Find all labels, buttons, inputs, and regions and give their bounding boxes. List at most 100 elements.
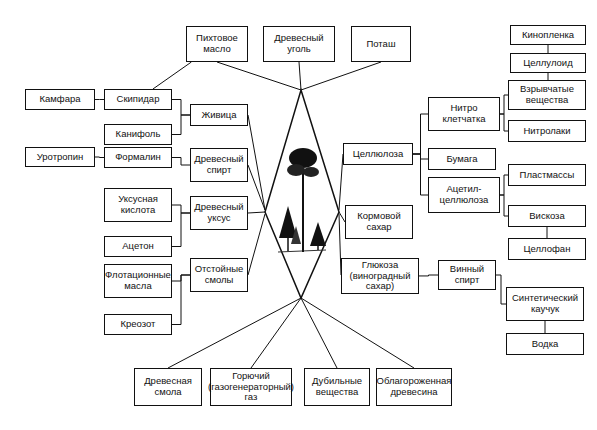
- product-box: Живица: [190, 104, 248, 126]
- box-label: Уротропин: [37, 152, 84, 163]
- product-box: Бумага: [428, 148, 496, 170]
- leader-line: [248, 214, 265, 275]
- box-label: Пластмассы: [520, 170, 575, 181]
- connector-layer: [95, 45, 548, 333]
- spruce-tree: [291, 226, 301, 244]
- product-box: Отстойные смолы: [190, 258, 248, 292]
- box-label: Нитро клетчатка: [431, 103, 497, 124]
- box-label: Целлофан: [524, 244, 571, 255]
- connector-line: [172, 115, 190, 135]
- leader-line: [168, 298, 301, 368]
- box-label: Облагороженная древесина: [377, 376, 452, 397]
- tree-trunk: [317, 246, 319, 250]
- product-box: Скипидар: [104, 89, 172, 110]
- connector-line: [500, 95, 508, 114]
- spruce-tree: [310, 222, 326, 246]
- connector-line: [545, 321, 546, 333]
- product-box: Дубильные вещества: [304, 368, 370, 406]
- product-box: Формалин: [104, 147, 172, 168]
- box-label: Скипидар: [117, 94, 160, 105]
- connector-line: [500, 195, 508, 216]
- leader-line: [301, 298, 337, 368]
- product-box: Древесный уксус: [190, 196, 248, 230]
- connector-line: [413, 154, 428, 195]
- product-box: Целлулоид: [510, 53, 586, 73]
- box-label: Древесный уголь: [266, 33, 332, 54]
- leader-line: [251, 298, 301, 368]
- product-box: Взрывчатые вещества: [508, 80, 586, 110]
- connector-line: [547, 227, 548, 238]
- product-box: Древесная смола: [134, 368, 202, 406]
- product-box: Винный спирт: [438, 260, 496, 290]
- box-label: Дубильные вещества: [307, 376, 367, 397]
- tree-trunk: [287, 238, 289, 251]
- box-label: Взрывчатые вещества: [511, 84, 583, 105]
- box-label: Целлулоид: [523, 58, 572, 69]
- product-box: Горючий (газогенераторный) газ: [210, 368, 292, 406]
- central-diamond: [265, 90, 339, 298]
- product-box: Древесный спирт: [190, 148, 248, 182]
- connector-line: [172, 205, 190, 213]
- pine-crown: [303, 167, 319, 177]
- box-label: Горючий (газогенераторный) газ: [208, 371, 294, 403]
- leader-line: [248, 115, 265, 210]
- product-box: Водка: [506, 333, 584, 355]
- box-label: Живица: [201, 110, 236, 121]
- product-box: Ацетил-целлюлоза: [428, 177, 500, 213]
- box-label: Кинопленка: [522, 30, 574, 41]
- connector-line: [95, 157, 104, 159]
- product-box: Кормовой сахар: [345, 205, 413, 239]
- connector-line: [419, 275, 438, 277]
- connector-line: [95, 99, 104, 100]
- box-label: Отстойные смолы: [193, 264, 245, 285]
- leader-line: [301, 298, 414, 368]
- box-label: Уксусная кислота: [107, 194, 169, 215]
- box-label: Глюкоза (виноградный сахар): [344, 260, 416, 292]
- product-box: Креозот: [104, 314, 172, 335]
- box-label: Древесная смола: [137, 376, 199, 397]
- box-label: Поташ: [366, 39, 395, 50]
- box-label: Ацетил-целлюлоза: [431, 184, 497, 205]
- product-box: Целлюлоза: [343, 143, 413, 165]
- box-label: Винный спирт: [441, 264, 493, 285]
- leader-line: [299, 62, 301, 90]
- box-label: Канифоль: [116, 129, 161, 140]
- product-box: Ацетон: [104, 236, 172, 257]
- box-label: Флотационные масла: [105, 270, 171, 291]
- product-box: Глюкоза (виноградный сахар): [341, 258, 419, 294]
- product-box: Целлофан: [508, 238, 586, 260]
- box-label: Камфара: [39, 94, 80, 105]
- product-box: Канифоль: [104, 124, 172, 145]
- box-label: Целлюлоза: [353, 149, 403, 160]
- product-box: Древесный уголь: [263, 26, 335, 62]
- connector-line: [548, 73, 549, 80]
- product-box: Уксусная кислота: [104, 188, 172, 222]
- product-box: Облагороженная древесина: [376, 368, 452, 406]
- box-label: Кормовой сахар: [348, 211, 410, 232]
- product-box: Кинопленка: [510, 25, 586, 45]
- product-box: Флотационные масла: [104, 264, 172, 298]
- box-label: Древесный спирт: [193, 154, 245, 175]
- connector-line: [153, 62, 191, 89]
- radial-lines: [168, 62, 414, 368]
- box-label: Древесный уксус: [193, 202, 245, 223]
- product-box: Синтетический каучук: [506, 287, 584, 321]
- product-box: Уротропин: [25, 147, 95, 167]
- product-box: Нитро клетчатка: [428, 97, 500, 131]
- connector-line: [172, 100, 190, 116]
- connector-line: [500, 114, 508, 131]
- connector-line: [172, 275, 190, 325]
- box-label: Синтетический каучук: [509, 293, 581, 314]
- connector-line: [500, 175, 508, 195]
- pine-crown: [287, 164, 305, 176]
- connector-line: [413, 114, 428, 154]
- box-label: Водка: [532, 339, 559, 350]
- box-label: Нитролаки: [523, 126, 570, 137]
- leader-line: [301, 62, 381, 90]
- connector-line: [172, 213, 190, 247]
- box-label: Формалин: [115, 152, 161, 163]
- connector-line: [172, 158, 190, 166]
- leader-line: [248, 212, 265, 213]
- connector-line: [496, 275, 506, 304]
